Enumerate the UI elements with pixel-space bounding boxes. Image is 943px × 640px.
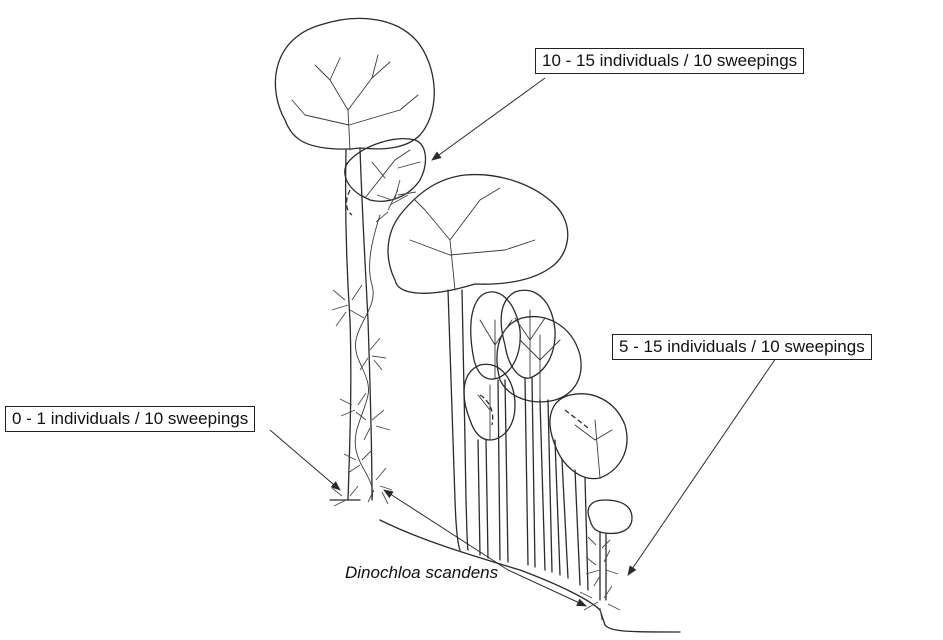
tall-tree-crown — [275, 18, 434, 149]
arrow-species-2 — [508, 570, 586, 606]
arrow-ground-right — [628, 358, 776, 575]
tall-tree-crown-branches — [292, 55, 418, 150]
climber-tufts-trunk — [332, 180, 416, 506]
cluster-leaf-5 — [550, 394, 627, 479]
mid-leaf-veins — [365, 150, 420, 198]
arrow-canopy — [432, 78, 545, 160]
arrow-trunk-left — [270, 430, 340, 490]
species-label: Dinochloa scandens — [345, 563, 498, 583]
cluster-leaf-2 — [501, 290, 555, 378]
climber-vine — [355, 215, 380, 500]
tall-tree-trunk — [346, 148, 372, 500]
label-canopy: 10 - 15 individuals / 10 sweepings — [535, 48, 804, 74]
cluster-stems — [478, 378, 588, 590]
label-trunk-left: 0 - 1 individuals / 10 sweepings — [5, 406, 255, 432]
center-tree-trunk — [448, 290, 468, 550]
seedling-leaf — [588, 500, 632, 533]
label-ground-right: 5 - 15 individuals / 10 sweepings — [612, 334, 872, 360]
center-tree-veins — [410, 188, 535, 290]
seedling-stem — [600, 533, 606, 600]
cluster-leaf-3 — [464, 364, 515, 440]
